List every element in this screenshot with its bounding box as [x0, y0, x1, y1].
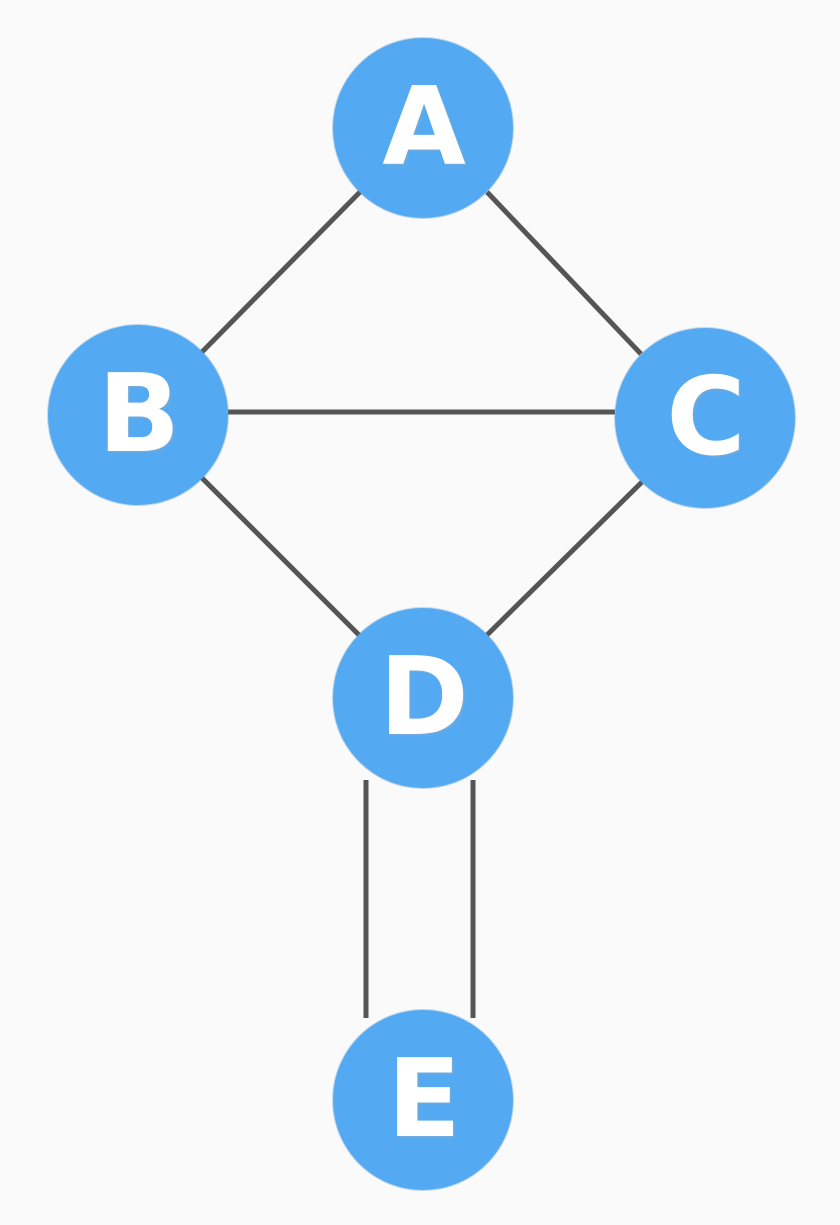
graph-edge-a-b[interactable]	[200, 190, 362, 354]
graph-edge-a-c[interactable]	[485, 190, 643, 356]
graph-node-a[interactable]: A	[333, 38, 513, 218]
graph-node-d[interactable]: D	[333, 608, 513, 788]
graph-edge-c-d[interactable]	[485, 480, 644, 637]
graph-node-label-b: B	[97, 352, 180, 477]
graph-node-b[interactable]: B	[48, 325, 228, 505]
graph-node-label-e: E	[387, 1037, 461, 1162]
graph-node-label-d: D	[379, 635, 469, 760]
graph-node-e[interactable]: E	[333, 1010, 513, 1190]
graph-node-label-a: A	[382, 65, 466, 190]
graph-edge-b-d[interactable]	[200, 476, 361, 637]
graph-node-c[interactable]: C	[615, 328, 795, 508]
graph-node-label-c: C	[666, 355, 745, 480]
